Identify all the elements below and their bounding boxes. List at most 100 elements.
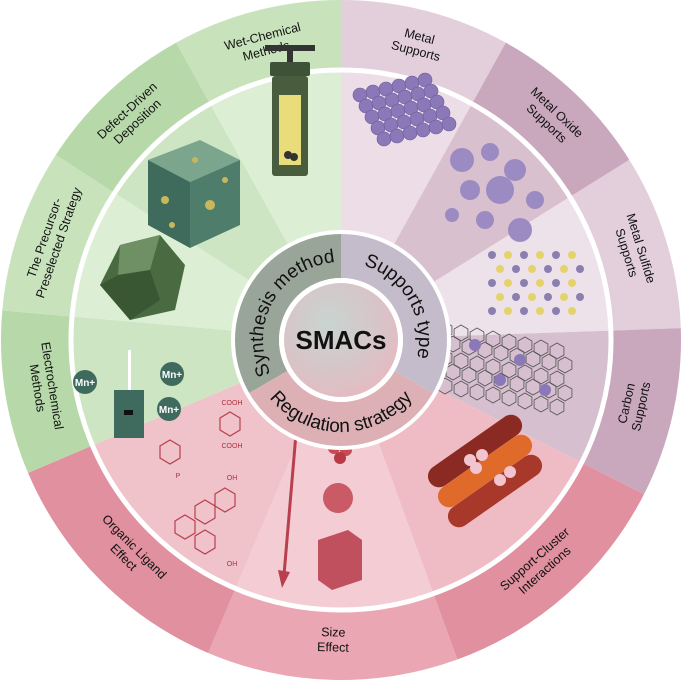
sulfide-atom <box>560 265 568 273</box>
sulfide-atom <box>568 279 576 287</box>
sulfide-atom <box>544 293 552 301</box>
outer-segment-size-effect <box>208 588 458 680</box>
graphene-hexagon <box>525 350 541 368</box>
sulfide-atom <box>536 279 544 287</box>
outer-segment-support-cluster-interactions <box>433 462 644 660</box>
sulfide-atom <box>560 293 568 301</box>
inner-segment-organic-ligand-effect <box>92 382 299 589</box>
sulfide-atom <box>536 307 544 315</box>
outer-ring-border <box>68 67 614 613</box>
sulfide-atom <box>496 265 504 273</box>
sulfide-atom <box>496 293 504 301</box>
center-title: SMACs <box>295 325 386 355</box>
outer-segment-metal-oxide-supports <box>471 42 630 197</box>
sulfide-atom <box>488 307 496 315</box>
inner-segment-electrochemical-methods <box>71 316 242 446</box>
center-circle <box>284 283 398 397</box>
graphene-hexagon <box>517 364 533 382</box>
category-sector-regulation-strategy[interactable] <box>249 371 433 446</box>
graphene-hexagon <box>477 369 493 387</box>
sulfide-atom <box>520 251 528 259</box>
inner-segment-carbon-supports <box>437 330 611 463</box>
graphene-hexagon <box>525 378 541 396</box>
sulfide-atom <box>504 279 512 287</box>
graphene-hexagon <box>517 392 533 410</box>
graphene-hexagon <box>501 333 517 351</box>
chem-label: P <box>176 473 181 480</box>
graphene-hexagon <box>469 355 485 373</box>
metal-oxide-illustration <box>445 143 544 242</box>
category-sector-synthesis-method[interactable] <box>235 234 341 393</box>
sulfide-atom <box>488 279 496 287</box>
graphene-hexagon <box>461 366 477 384</box>
metal-sulfide-illustration <box>488 251 584 315</box>
metal-atom <box>428 119 444 135</box>
segment-label-line: Effect <box>317 640 350 655</box>
outer-segment-carbon-supports <box>581 328 681 495</box>
metal-atom <box>389 128 405 144</box>
graphene-hexagon <box>557 356 573 374</box>
electrode-illustration: - Mn+ Mn+ Mn+ <box>73 350 184 438</box>
graphene-hexagon <box>493 344 509 362</box>
chem-label: OH <box>227 561 238 568</box>
chem-label: COOH <box>222 443 243 450</box>
polyhedron-illustration <box>100 235 185 320</box>
metal-supports-illustration <box>352 72 457 147</box>
sulfide-atom <box>568 307 576 315</box>
sulfide-atom <box>520 307 528 315</box>
graphene-hexagon <box>509 375 525 393</box>
outer-segment-metal-supports <box>341 0 506 104</box>
chem-label: COOH <box>222 400 243 407</box>
graphene-hexagon <box>493 372 509 390</box>
sulfide-atom <box>576 265 584 273</box>
graphene-hexagon <box>501 389 517 407</box>
outer-segment-defect-driven-deposition <box>55 42 211 193</box>
metal-atom <box>415 122 431 138</box>
defect-cube-illustration <box>148 140 240 248</box>
outer-segment-wet-chemical-methods <box>176 0 341 104</box>
graphene-hexagon <box>533 339 549 357</box>
graphene-hexagon <box>533 395 549 413</box>
graphene-hexagon <box>541 353 557 371</box>
inner-segment-metal-sulfide-supports <box>432 196 611 337</box>
chem-label: OH <box>227 475 238 482</box>
metal-atom <box>494 374 506 386</box>
outer-segment-organic-ligand-effect <box>28 445 236 653</box>
sulfide-atom <box>568 251 576 259</box>
metal-ion-label: Mn+ <box>75 378 95 389</box>
graphene-hexagon <box>453 352 469 370</box>
sulfide-atom <box>488 251 496 259</box>
sulfide-atom <box>528 293 536 301</box>
sulfide-atom <box>504 307 512 315</box>
graphene-hexagon <box>557 384 573 402</box>
outer-segment-the-precursor-preselected-strategy <box>2 154 115 317</box>
sulfide-atom <box>520 279 528 287</box>
sulfide-atom <box>552 307 560 315</box>
metal-atom <box>441 116 457 132</box>
sulfide-atom <box>544 265 552 273</box>
autoclave-illustration <box>265 45 315 176</box>
graphene-hexagon <box>485 330 501 348</box>
graphene-hexagon <box>549 342 565 360</box>
carbon-support-illustration <box>437 321 573 416</box>
graphene-hexagon <box>517 336 533 354</box>
sulfide-atom <box>512 293 520 301</box>
metal-atom <box>469 339 481 351</box>
metal-atom <box>539 384 551 396</box>
graphene-hexagon <box>549 398 565 416</box>
sulfide-atom <box>528 265 536 273</box>
support-cluster-illustration <box>427 414 543 528</box>
illustrations: - Mn+ Mn+ Mn+ COOH COOH P OH OH <box>73 45 584 590</box>
metal-atom <box>514 354 526 366</box>
graphene-hexagon <box>533 367 549 385</box>
category-sector-supports-type[interactable] <box>341 234 447 393</box>
sulfide-atom <box>536 251 544 259</box>
graphene-hexagon <box>453 380 469 398</box>
graphene-hexagon <box>501 361 517 379</box>
metal-atom <box>402 125 418 141</box>
graphene-hexagon <box>549 370 565 388</box>
